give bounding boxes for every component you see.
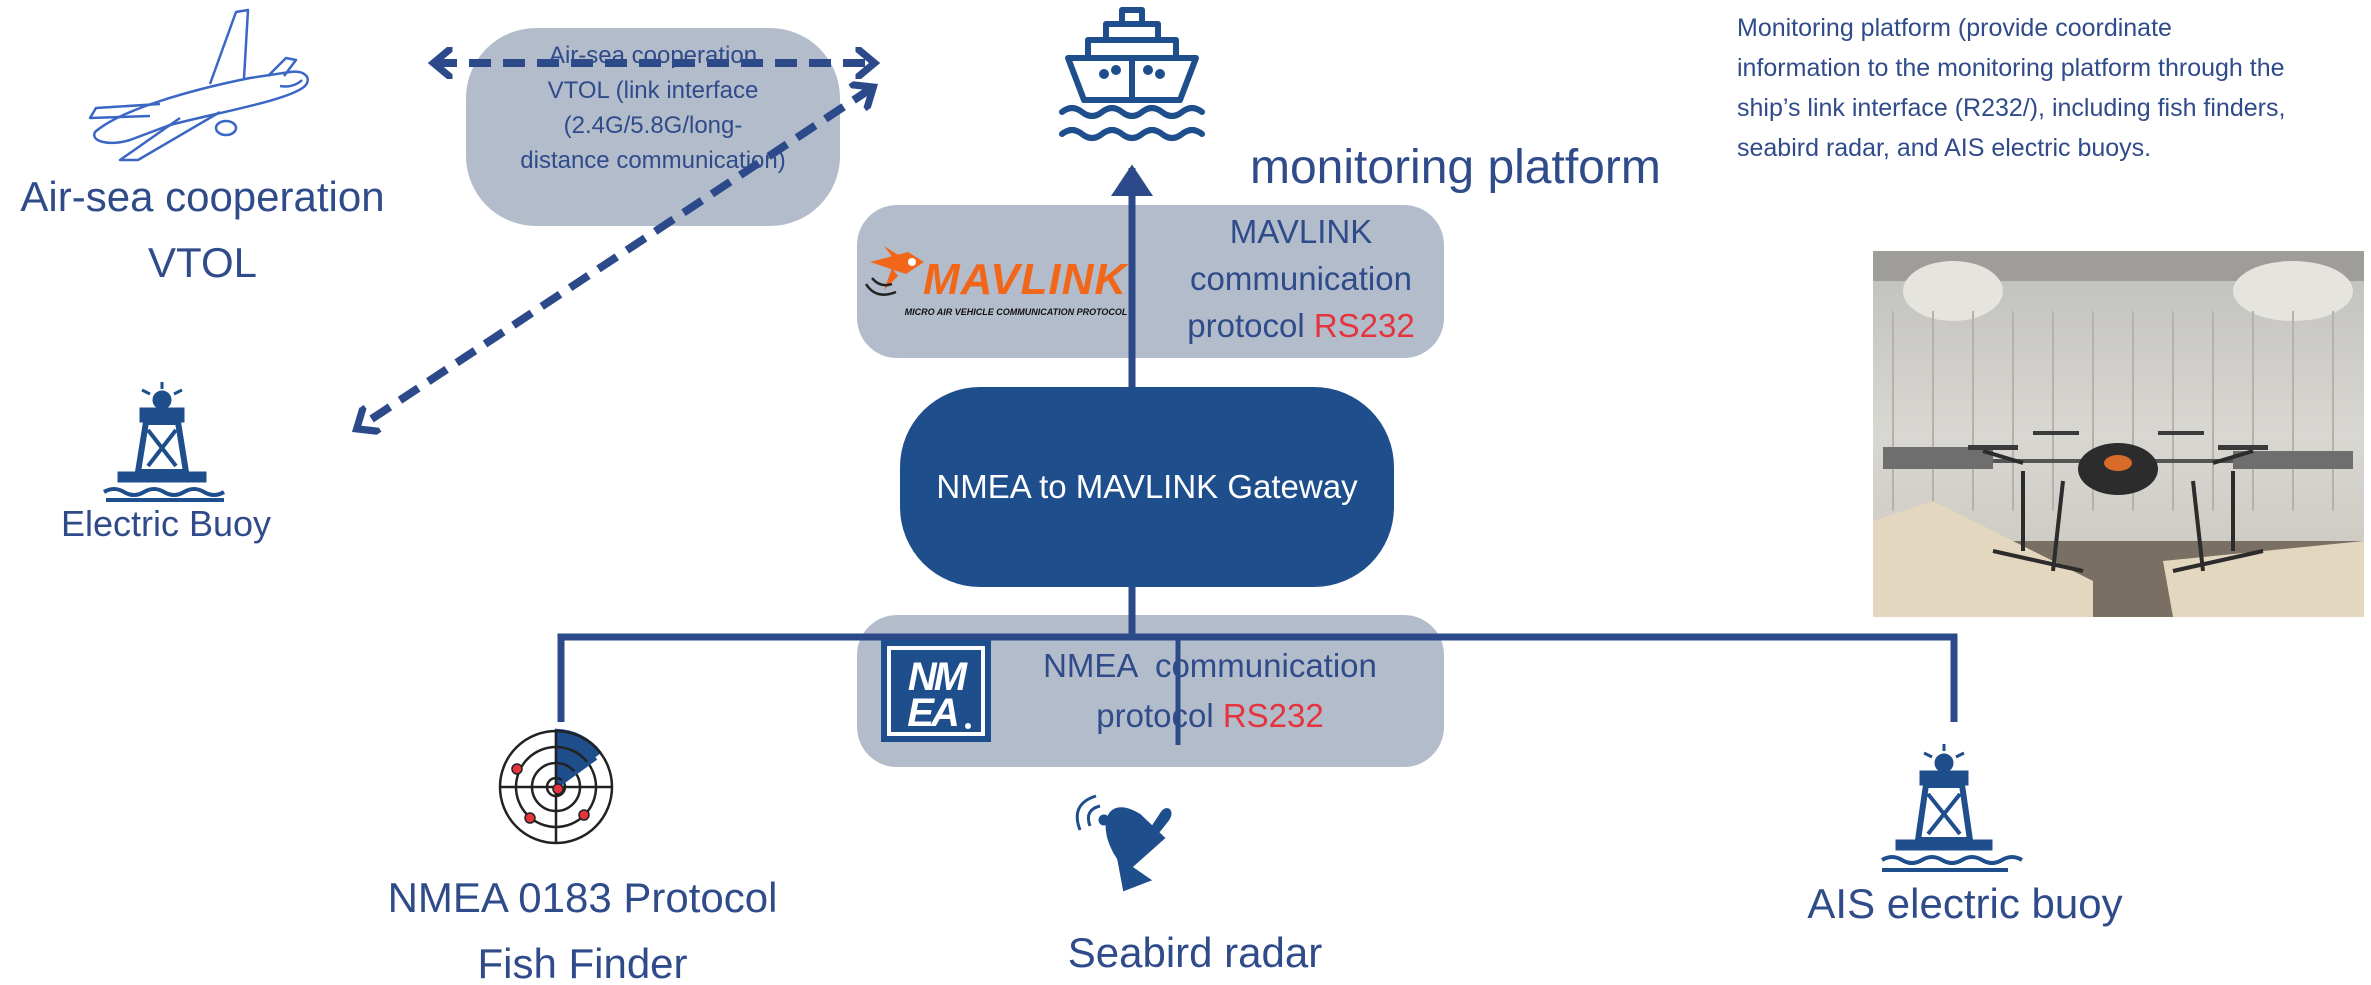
buoy-diagonal-double-arrow bbox=[358, 88, 872, 428]
nmea-line-2: protocol bbox=[1096, 697, 1214, 734]
ais-buoy-label: AIS electric buoy bbox=[1807, 880, 2123, 927]
mavlink-rs232: RS232 bbox=[1313, 307, 1415, 344]
ais-buoy-icon bbox=[1880, 744, 2024, 872]
link-line-1: Air-sea cooperation bbox=[548, 42, 758, 69]
nmea-logo: NM EA bbox=[881, 640, 991, 742]
nmea-rs232: RS232 bbox=[1222, 697, 1324, 734]
mavlink-plane-icon bbox=[864, 246, 924, 296]
monitoring-platform-title: monitoring platform bbox=[1250, 141, 1661, 194]
air-sea-label: Air-sea cooperation VTOL bbox=[0, 164, 405, 296]
radar-icon bbox=[498, 728, 614, 845]
mavlink-line-3: protocol bbox=[1187, 307, 1305, 344]
mavlink-protocol-box bbox=[857, 205, 1444, 358]
air-sea-label-line1: Air-sea cooperation bbox=[20, 173, 385, 220]
electric-buoy-icon bbox=[102, 382, 226, 502]
air-sea-label-line2: VTOL bbox=[148, 239, 257, 286]
svg-text:NM: NM bbox=[908, 655, 969, 699]
fish-finder-label: NMEA 0183 Protocol Fish Finder bbox=[330, 865, 835, 985]
seabird-radar-label: Seabird radar bbox=[1067, 929, 1323, 976]
link-line-2: VTOL (link interface bbox=[547, 77, 759, 104]
fish-finder-line-2: Fish Finder bbox=[477, 940, 688, 985]
nmea-mavlink-gateway: NMEA to MAVLINK Gateway bbox=[900, 387, 1394, 587]
satellite-dish-icon bbox=[1075, 794, 1172, 892]
svg-text:EA: EA bbox=[907, 691, 957, 735]
fish-finder-line-1: NMEA 0183 Protocol bbox=[387, 874, 778, 921]
mavlink-line-2: communication bbox=[1190, 260, 1412, 297]
mavlink-logo-subtitle: MICRO AIR VEHICLE COMMUNICATION PROTOCOL bbox=[904, 307, 1128, 317]
drone-photo-art bbox=[1873, 251, 2364, 617]
mavlink-logo-text: MAVLINK bbox=[923, 255, 1128, 304]
link-line-4: distance communication) bbox=[520, 147, 786, 174]
link-line-3: (2.4G/5.8G/long- bbox=[563, 112, 743, 139]
nmea-protocol-text: NMEA communication protocol RS232 bbox=[1010, 641, 1410, 741]
monitoring-note: Monitoring platform (provide coordinate … bbox=[1737, 14, 2286, 162]
ship-icon bbox=[1059, 7, 1205, 141]
air-sea-link-text: Air-sea cooperation VTOL (link interface… bbox=[466, 38, 840, 178]
drone-photo bbox=[1873, 251, 2364, 617]
nmea-line-1: NMEA communication bbox=[1043, 647, 1377, 684]
sensor-bus-line bbox=[557, 633, 1958, 722]
mavlink-logo: MAVLINK bbox=[923, 256, 1127, 304]
electric-buoy-label: Electric Buoy bbox=[60, 503, 272, 544]
airplane-icon bbox=[88, 8, 309, 162]
mavlink-protocol-text: MAVLINK communication protocol RS232 bbox=[1170, 208, 1432, 349]
mavlink-line-1: MAVLINK bbox=[1229, 213, 1373, 250]
gateway-label: NMEA to MAVLINK Gateway bbox=[936, 468, 1358, 505]
